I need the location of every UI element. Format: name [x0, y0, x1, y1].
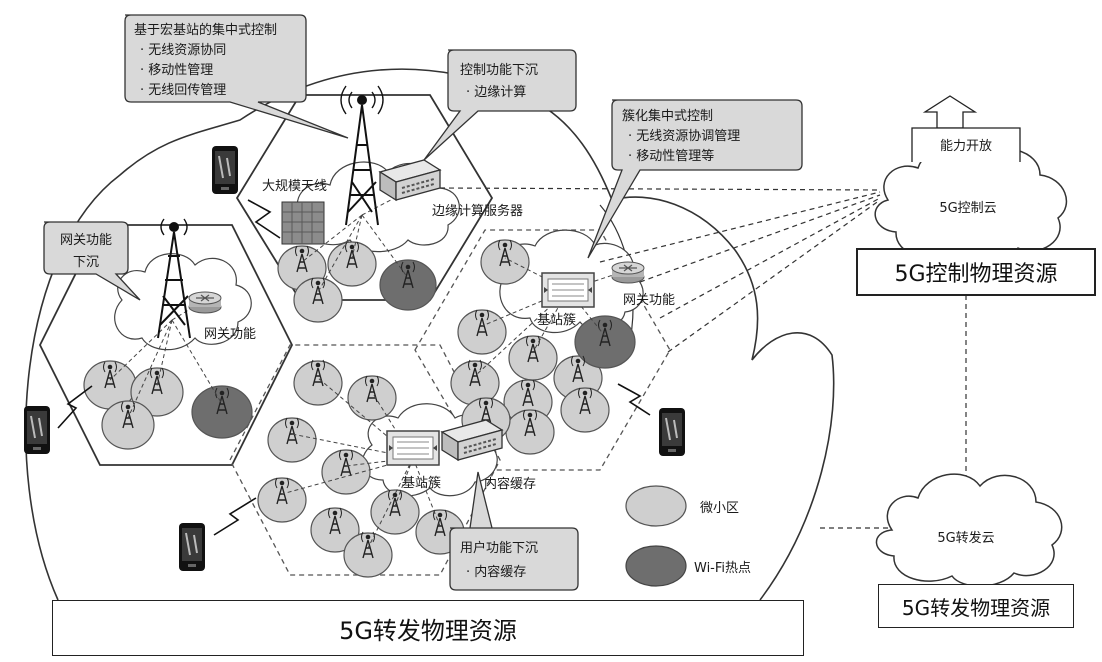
content-cache-label: 内容缓存 [484, 476, 536, 492]
phone-icon [23, 405, 51, 455]
hex-cluster-cell-upper [414, 229, 671, 471]
micro-cell [101, 400, 155, 450]
legend-wifi-label: Wi-Fi热点 [694, 561, 751, 576]
micro-cell [343, 532, 393, 578]
gateway-label-left: 网关功能 [204, 327, 256, 342]
edge-server-label: 边缘计算服务器 [432, 203, 523, 219]
callout-macro-item: · 无线回传管理 [140, 83, 226, 98]
wireless-link-icon [57, 199, 651, 536]
callout-control-sink-title: 控制功能下沉 [460, 63, 538, 78]
phone-icon [658, 407, 686, 457]
hex-cluster-cell-lower [229, 344, 501, 576]
callout-gateway-title: 网关功能 [60, 233, 112, 248]
micro-cell [293, 360, 343, 406]
gateway-tower-icon [157, 218, 191, 339]
wifi-hotspot [191, 385, 253, 439]
legend-wifi-swatch [625, 545, 687, 587]
cluster-label-upper: 基站簇 [537, 313, 576, 328]
macro-tower-icon [340, 85, 384, 226]
control-cloud-label: 5G控制云 [939, 201, 996, 216]
control-links [439, 187, 967, 529]
legend-micro-cell-swatch [625, 485, 687, 527]
legend-micro-cell-label: 微小区 [700, 501, 739, 516]
cluster-rack-icon-upper [541, 272, 595, 308]
callout-cluster-item: · 移动性管理等 [628, 148, 714, 164]
callout-macro-item: · 移动性管理 [140, 63, 213, 78]
callout-gateway-sink: 网关功能 下沉 [43, 221, 141, 301]
micro-cells-gateway [83, 360, 253, 450]
gateway-label-right: 网关功能 [623, 293, 675, 308]
forward-cloud [875, 473, 1063, 587]
micro-cells-macro [277, 241, 437, 323]
phone-icon [178, 522, 206, 572]
forward-physical-resource-label-main: 5G转发物理资源 [52, 600, 804, 656]
callout-macro-control: 基于宏基站的集中式控制 · 无线资源协同 · 移动性管理 · 无线回传管理 [124, 14, 349, 139]
micro-cell [130, 367, 184, 417]
control-physical-resource-label: 5G控制物理资源 [856, 248, 1096, 296]
internal-links [109, 189, 629, 549]
capability-open-arrow: 能力开放 [911, 95, 1021, 162]
cluster-label-lower: 基站簇 [402, 476, 441, 491]
massive-antenna-icon [281, 201, 325, 245]
callout-user-sink-title: 用户功能下沉 [460, 540, 538, 556]
capability-open-label: 能力开放 [940, 139, 992, 154]
massive-mimo-label: 大规模天线 [262, 179, 327, 194]
cluster-rack-icon-lower [386, 430, 440, 466]
wifi-hotspot [379, 259, 437, 311]
callout-user-sink-item: · 内容缓存 [466, 564, 526, 580]
callout-cluster-item: · 无线资源协调管理 [628, 129, 740, 144]
callout-control-sink: 控制功能下沉 · 边缘计算 [423, 49, 577, 161]
callout-control-sink-item: · 边缘计算 [466, 85, 526, 100]
legend: 微小区 Wi-Fi热点 [625, 485, 751, 587]
callout-cluster-title: 簇化集中式控制 [622, 108, 713, 124]
callout-gateway-line2: 下沉 [73, 255, 99, 270]
forward-domain-outline [25, 68, 835, 601]
cluster-router-icon [611, 261, 645, 284]
forward-physical-resource-label-right: 5G转发物理资源 [878, 584, 1074, 628]
callout-macro-title: 基于宏基站的集中式控制 [134, 22, 277, 38]
callout-cluster-control: 簇化集中式控制 · 无线资源协调管理 · 移动性管理等 [587, 99, 803, 259]
forward-cloud-label: 5G转发云 [937, 530, 994, 546]
callout-macro-item: · 无线资源协同 [140, 43, 226, 58]
callout-user-sink: 用户功能下沉 · 内容缓存 [449, 471, 579, 591]
gateway-router-icon [188, 291, 222, 314]
phone-icon [211, 145, 239, 195]
